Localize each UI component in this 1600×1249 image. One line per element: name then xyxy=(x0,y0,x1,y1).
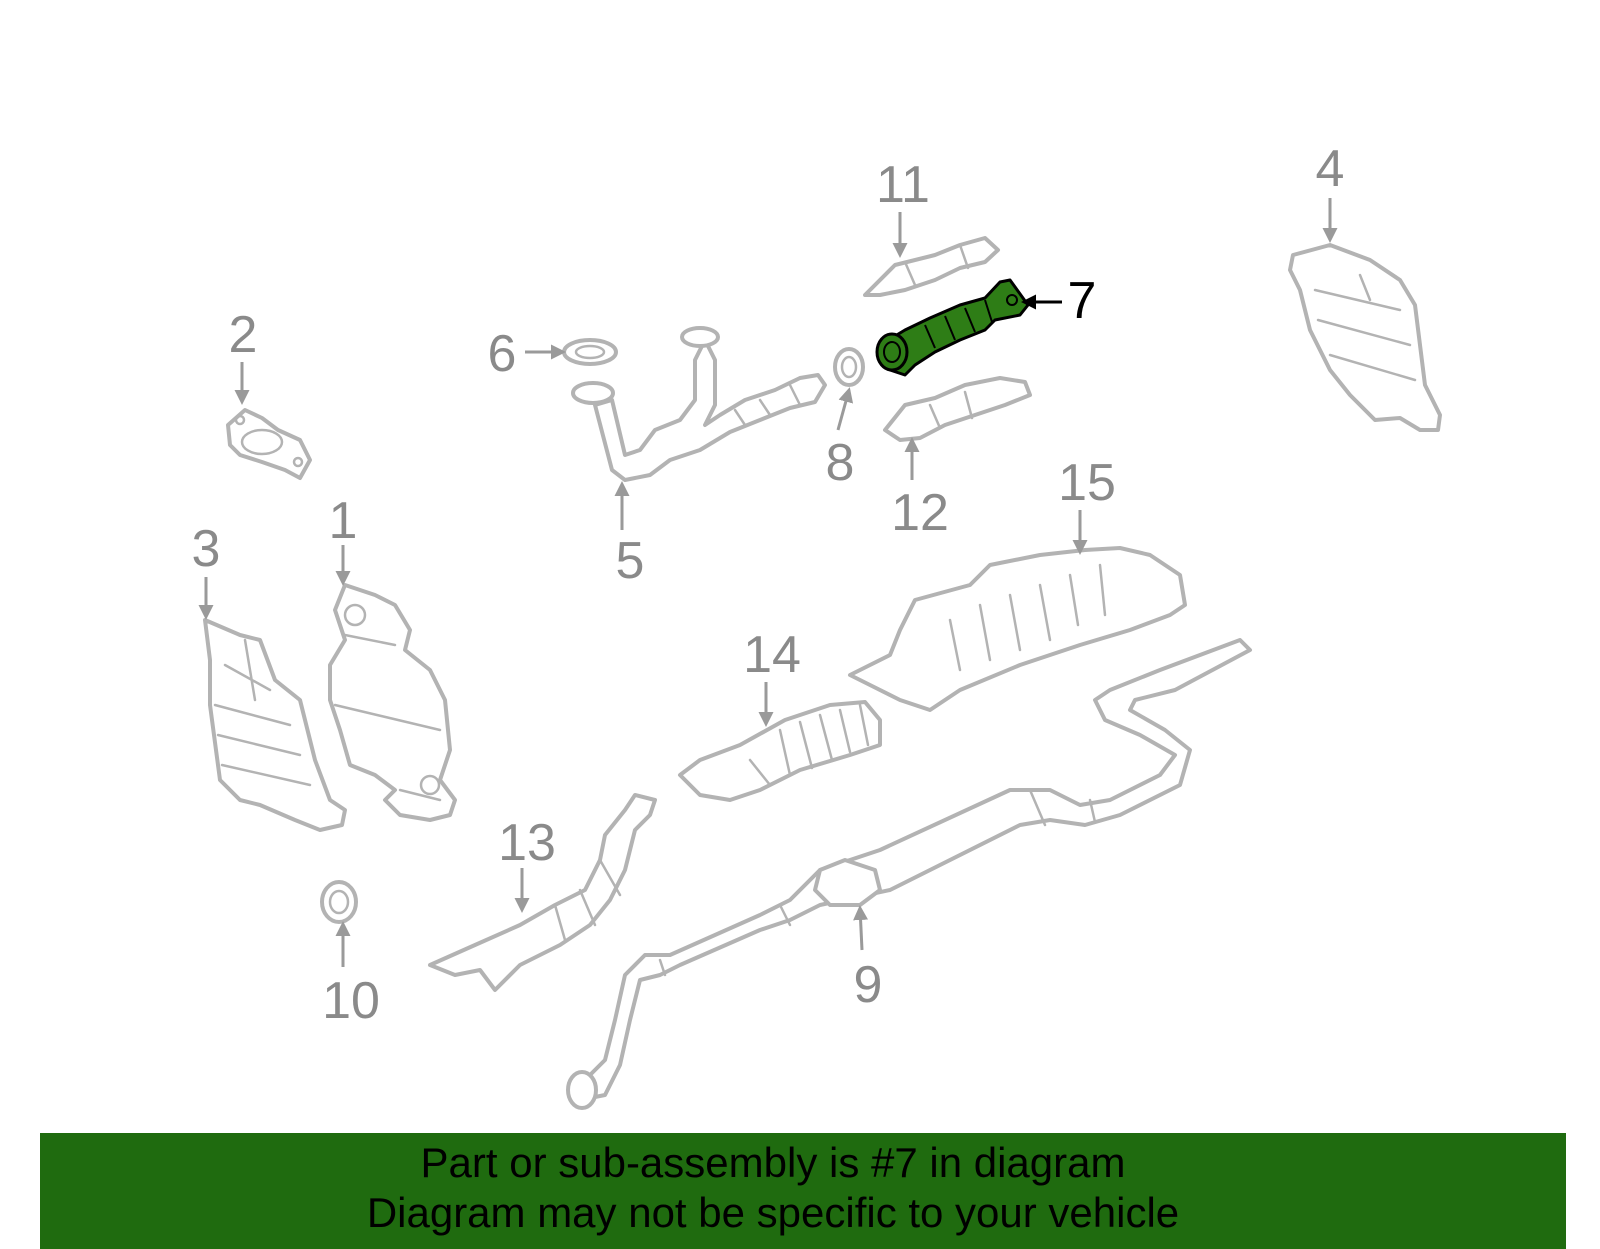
callout-arrow-9 xyxy=(853,905,869,951)
part-9-muffler-assembly[interactable] xyxy=(566,638,1252,1110)
callout-2: 2 xyxy=(229,306,258,364)
part-15-heat-shield[interactable] xyxy=(848,546,1187,712)
part-4-heat-shield[interactable] xyxy=(1288,243,1442,432)
callout-15: 15 xyxy=(1058,454,1116,512)
callout-7-highlighted: 7 xyxy=(1068,272,1097,330)
callout-4: 4 xyxy=(1316,140,1345,198)
part-8-gasket[interactable] xyxy=(833,347,865,387)
callout-6: 6 xyxy=(488,325,517,383)
part-1-exhaust-manifold[interactable] xyxy=(328,583,457,822)
part-10-gasket[interactable] xyxy=(320,880,358,924)
part-6-gasket[interactable] xyxy=(562,338,618,366)
callout-12: 12 xyxy=(891,484,949,542)
info-banner: Part or sub-assembly is #7 in diagram Di… xyxy=(40,1133,1566,1249)
part-13-heat-shield[interactable] xyxy=(428,793,657,992)
part-12-heat-shield[interactable] xyxy=(883,376,1032,442)
callout-11: 11 xyxy=(876,156,930,214)
callout-arrows xyxy=(198,198,1338,967)
callout-14: 14 xyxy=(743,626,801,684)
callout-9: 9 xyxy=(854,956,883,1014)
callout-labels: 1 2 3 4 5 6 7 8 9 10 11 12 13 14 15 xyxy=(192,140,1345,1030)
callout-3: 3 xyxy=(192,520,221,578)
part-14-heat-shield[interactable] xyxy=(678,700,882,802)
callout-8: 8 xyxy=(826,434,855,492)
part-2-gasket[interactable] xyxy=(226,408,312,480)
callout-arrow-8 xyxy=(836,387,854,431)
callout-10: 10 xyxy=(322,972,380,1030)
callout-13: 13 xyxy=(498,814,556,872)
callout-1: 1 xyxy=(329,492,358,550)
part-11-heat-shield[interactable] xyxy=(863,236,1000,297)
part-3-heat-shield[interactable] xyxy=(203,618,347,832)
banner-disclaimer: Diagram may not be specific to your vehi… xyxy=(366,1189,1180,1236)
part-7-catalytic-converter[interactable] xyxy=(875,278,1030,377)
callout-5: 5 xyxy=(616,532,645,590)
part-5-front-pipe[interactable] xyxy=(571,326,827,482)
banner-part-reference: Part or sub-assembly is #7 in diagram xyxy=(420,1139,1126,1186)
